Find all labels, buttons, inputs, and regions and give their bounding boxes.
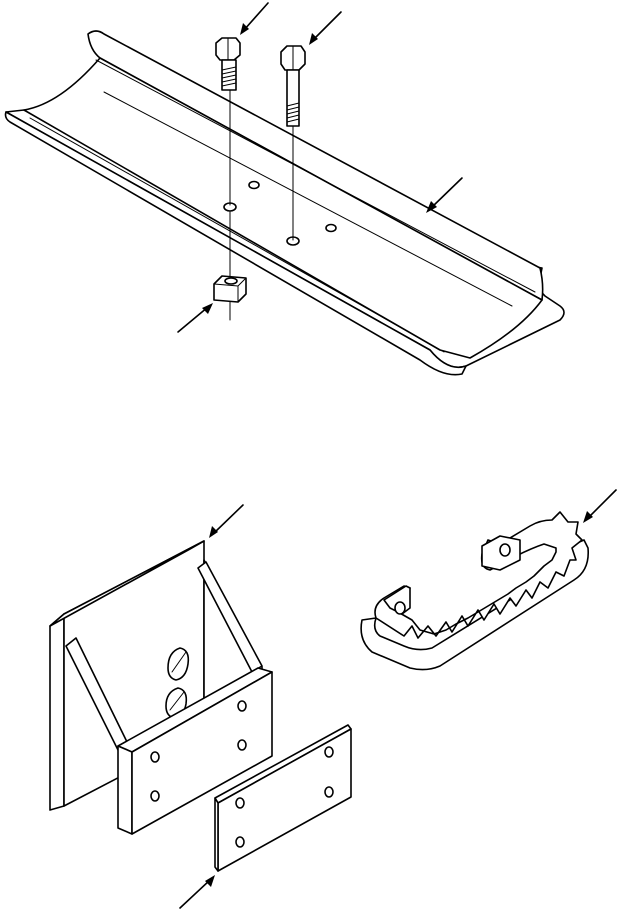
mounting-bracket: [49, 504, 273, 835]
serrated-clamp: [360, 489, 617, 671]
cap-screw-2: [280, 11, 342, 241]
mounting-plate: [179, 724, 352, 909]
cap-screw-1: [215, 2, 269, 206]
track-shoe: [4, 30, 565, 376]
square-nut: [177, 211, 247, 333]
